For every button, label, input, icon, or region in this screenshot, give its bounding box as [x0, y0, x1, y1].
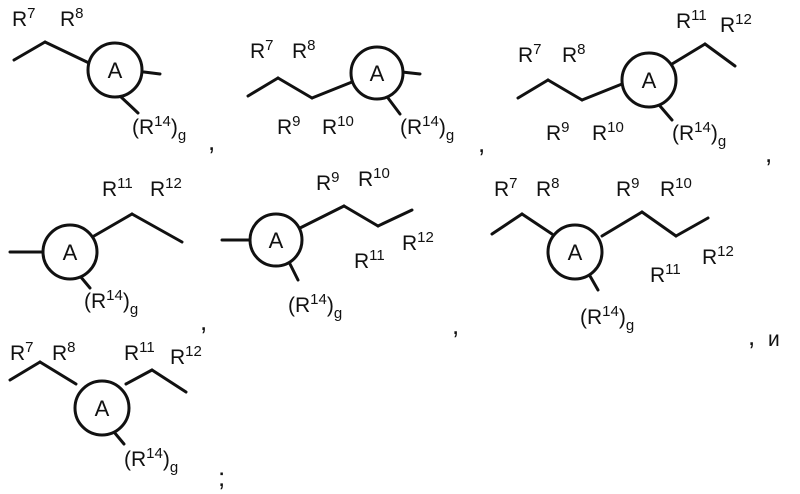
substituent-r8: R8	[562, 41, 586, 67]
substituent-r10: R10	[358, 165, 390, 191]
bond	[660, 106, 672, 120]
substituent-r7: R7	[10, 339, 34, 365]
bond	[248, 78, 278, 96]
comma-separator: ,	[765, 138, 772, 168]
substituent-r10: R10	[322, 113, 354, 139]
substituent-r7: R7	[518, 41, 542, 67]
comma-separator: ,	[200, 306, 207, 336]
substituent-r7: R7	[250, 37, 274, 63]
structure-2: A R7 R8 R9 R10 (R14)g ,	[248, 37, 485, 158]
bond	[402, 72, 420, 74]
ring-label: A	[63, 240, 78, 265]
comma-separator: ,	[748, 321, 755, 351]
substituent-r7: R7	[12, 5, 36, 31]
structure-7: A R7 R8 R11 R12 (R14)g ;	[10, 339, 225, 492]
bond	[590, 276, 598, 290]
structure-5: A R9 R10 R11 R12 (R14)g ,	[222, 165, 459, 340]
bond	[642, 212, 676, 236]
substituent-r8: R8	[60, 5, 84, 31]
bond	[522, 214, 552, 234]
ring-label: A	[568, 240, 583, 265]
ring-label: A	[370, 61, 385, 86]
substituent-r14: (R14)g	[132, 113, 186, 144]
bond	[40, 362, 76, 384]
substituent-r11: R11	[354, 247, 385, 273]
substituent-r7: R7	[494, 175, 518, 201]
structure-4: A R11 R12 (R14)g ,	[10, 175, 207, 336]
substituent-r8: R8	[292, 37, 316, 63]
substituent-r9: R9	[316, 169, 340, 195]
bond	[94, 214, 132, 236]
substituent-r8: R8	[536, 175, 560, 201]
bond	[672, 44, 705, 64]
substituent-r14: (R14)g	[84, 287, 138, 318]
bond	[548, 80, 582, 100]
bond	[705, 44, 735, 66]
bond	[120, 96, 138, 113]
substituent-r12: R12	[702, 243, 734, 269]
bond	[152, 370, 186, 392]
bond	[492, 214, 522, 234]
bond	[676, 218, 708, 236]
bond	[344, 206, 378, 226]
substituent-r14: (R14)g	[400, 113, 454, 144]
bond	[278, 78, 312, 98]
substituent-r14: (R14)g	[672, 119, 726, 150]
bond	[518, 80, 548, 98]
substituent-r8: R8	[52, 339, 76, 365]
structure-3: A R7 R8 R9 R10 R11 R12 (R14)g ,	[518, 7, 772, 168]
substituent-r11: R11	[650, 261, 681, 287]
semicolon-terminator: ;	[218, 462, 225, 492]
bond	[144, 72, 160, 74]
comma-separator: ,	[452, 310, 459, 340]
bond	[582, 84, 622, 100]
conjunction-and: и	[768, 328, 780, 351]
substituent-r12: R12	[720, 11, 752, 37]
ring-label: A	[269, 228, 284, 253]
substituent-r11: R11	[102, 175, 133, 201]
bond	[602, 212, 642, 236]
bond	[378, 210, 412, 226]
bond	[290, 264, 298, 280]
bond	[114, 432, 124, 444]
bond	[132, 214, 182, 242]
substituent-r12: R12	[402, 229, 434, 255]
substituent-r14: (R14)g	[288, 291, 342, 322]
substituent-r11: R11	[676, 7, 707, 33]
substituent-r10: R10	[660, 175, 692, 201]
structure-1: A R7 R8 (R14)g ,	[12, 5, 215, 156]
ring-label: A	[108, 58, 123, 83]
comma-separator: ,	[478, 128, 485, 158]
substituent-r11: R11	[124, 339, 155, 365]
ring-label: A	[95, 396, 110, 421]
substituent-r9: R9	[616, 175, 640, 201]
ring-label: A	[642, 68, 657, 93]
bond	[126, 370, 152, 384]
comma-separator: ,	[208, 126, 215, 156]
bond	[14, 42, 45, 60]
bond	[300, 206, 344, 228]
bond	[388, 98, 400, 114]
substituent-r12: R12	[150, 175, 182, 201]
substituent-r10: R10	[592, 119, 624, 145]
bond	[45, 42, 89, 63]
bond	[312, 82, 352, 98]
structure-6: A R7 R8 R9 R10 R11 R12 (R14)g , и	[492, 175, 780, 351]
substituent-r14: (R14)g	[580, 303, 634, 334]
substituent-r12: R12	[170, 343, 202, 369]
substituent-r14: (R14)g	[124, 445, 178, 476]
substituent-r9: R9	[277, 113, 301, 139]
substituent-r9: R9	[546, 119, 570, 145]
